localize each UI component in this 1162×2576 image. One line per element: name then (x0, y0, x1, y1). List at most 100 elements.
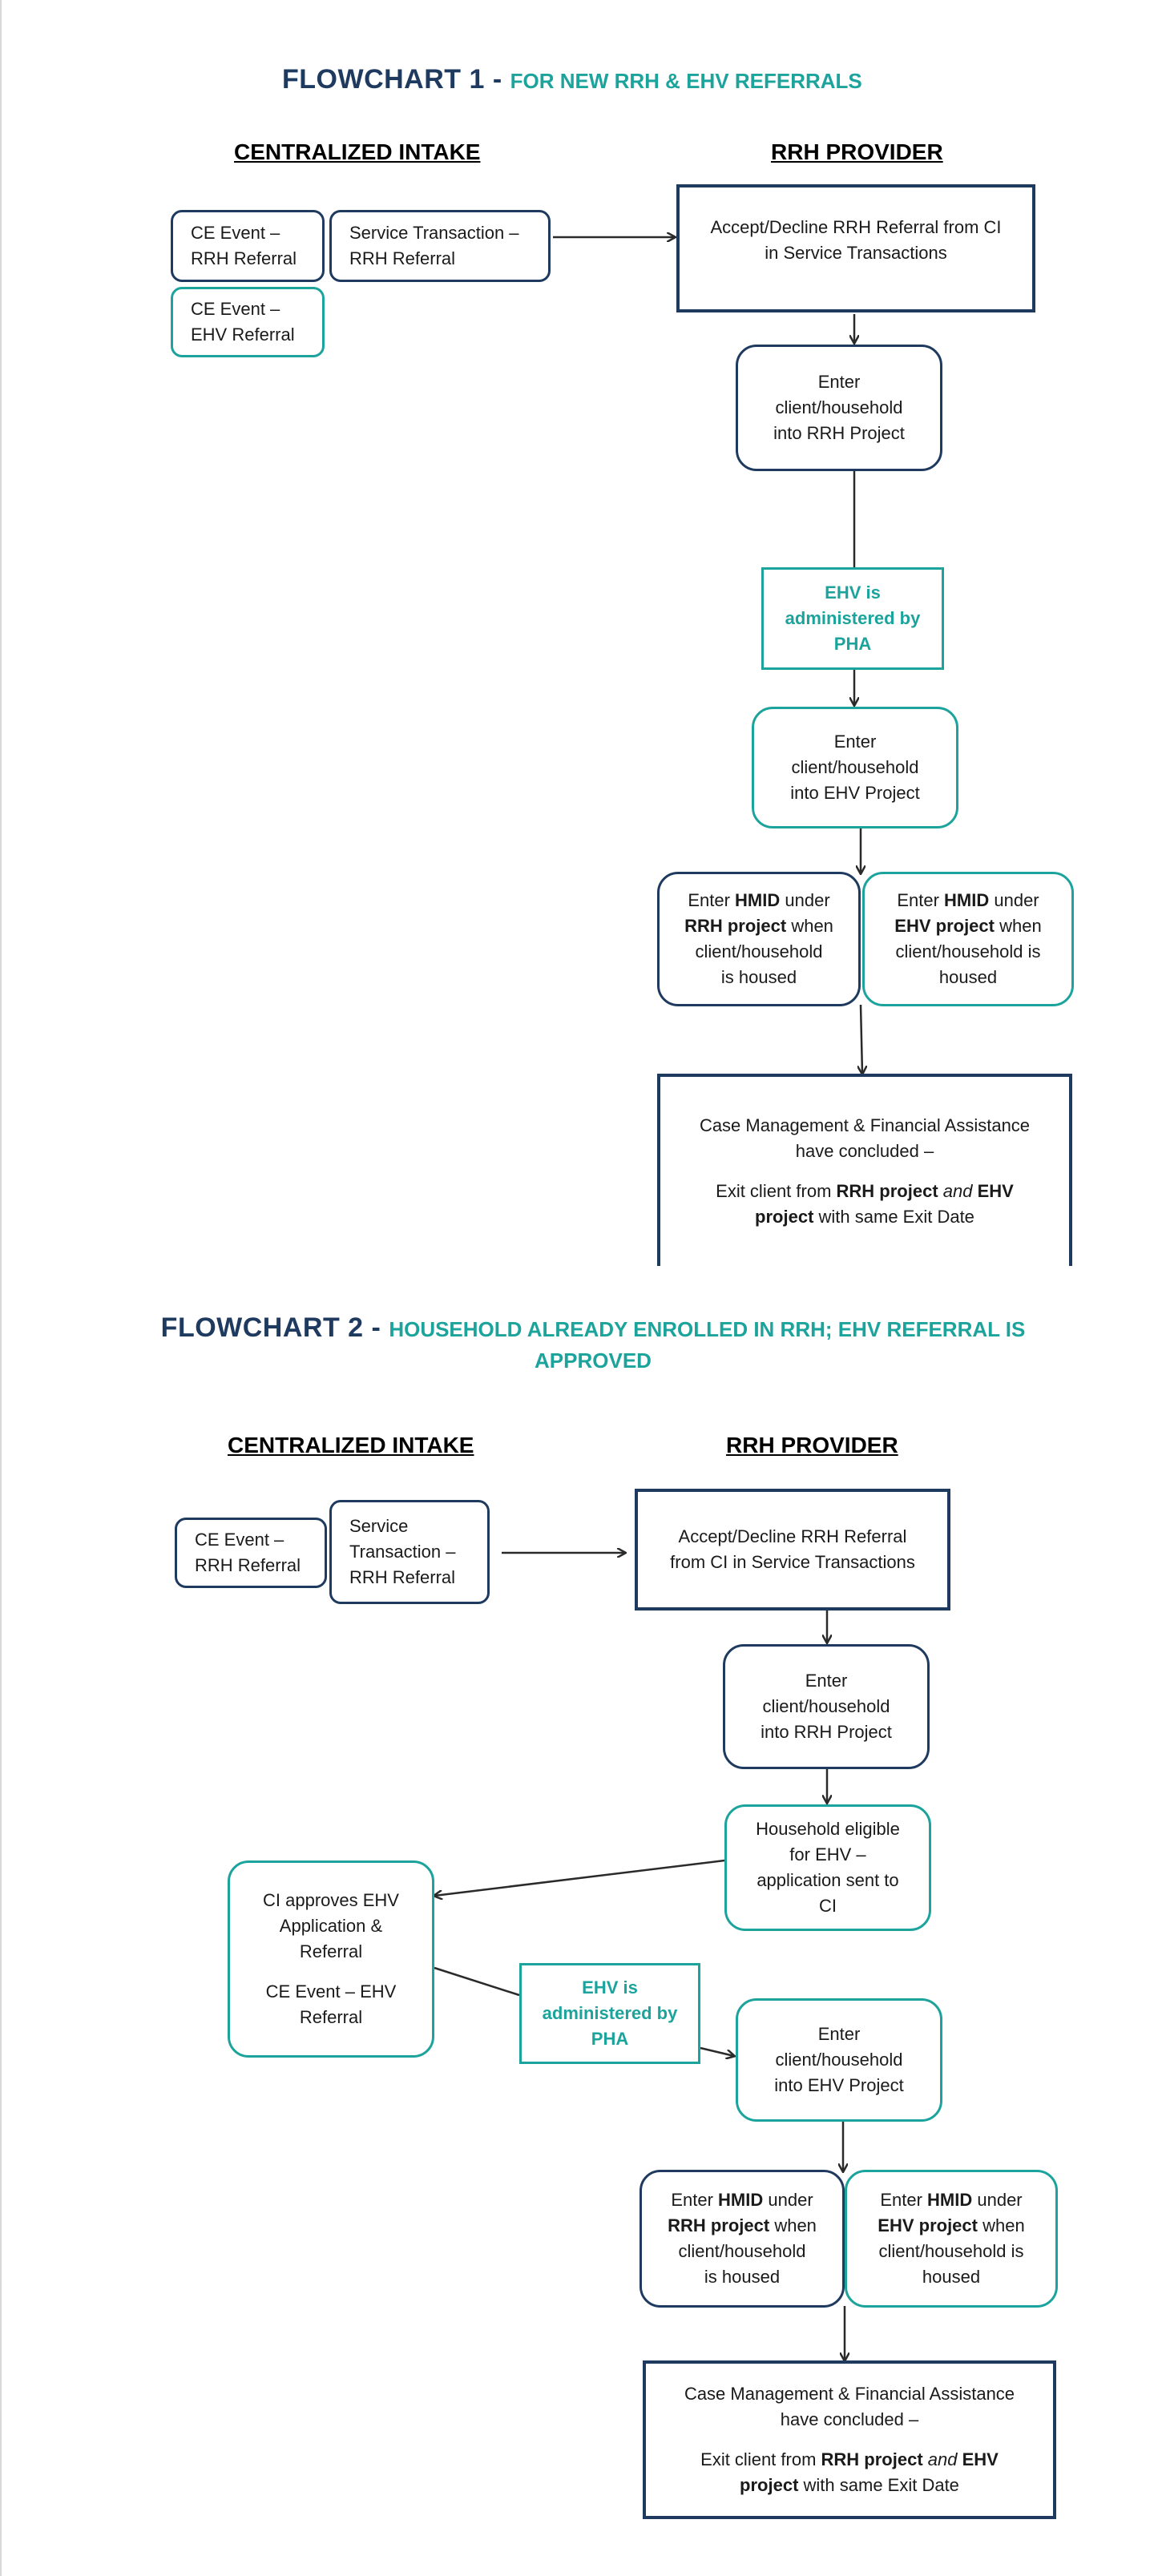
text: Enter (688, 890, 736, 910)
box-line: RRH project when (668, 2213, 817, 2239)
box-line: is housed (720, 967, 797, 987)
box-line: housed (922, 2267, 981, 2287)
text: under (972, 2190, 1023, 2210)
text: when (977, 2215, 1025, 2235)
text: HMID (927, 2190, 973, 2210)
box-line: into RRH Project (773, 423, 905, 443)
text: with same Exit Date (798, 2475, 959, 2495)
flowchart1-header-ci: CENTRALIZED INTAKE (234, 139, 481, 164)
box-line: Referral (299, 2007, 363, 2027)
box-line: Case Management & Financial Assistance (684, 2384, 1015, 2404)
box-line: client/household (695, 941, 823, 961)
box-line: client/household is (895, 941, 1041, 961)
box-line: PHA (833, 634, 872, 654)
box-line: Accept/Decline RRH Referral (678, 1526, 907, 1546)
box-line: client/household (775, 397, 903, 417)
text: Exit client from (716, 1181, 837, 1201)
box-line: Enter HMID under (894, 888, 1041, 913)
enter-into-rrh-project-box-2: Enter client/household into RRH Project (723, 1644, 930, 1769)
box-line: is housed (704, 2267, 781, 2287)
box-line: PHA (591, 2029, 629, 2049)
service-transaction-box-2: Service Transaction – RRH Referral (329, 1500, 490, 1604)
text: HMID (735, 890, 781, 910)
box-line: client/household is (878, 2241, 1024, 2261)
box-line: project with same Exit Date (700, 1204, 1030, 1230)
box-line: housed (938, 967, 998, 987)
box-line: Transaction – (349, 1542, 456, 1562)
box-line: Exit client from RRH project and EHV (700, 1179, 1030, 1204)
box-line: client/household (775, 2050, 903, 2070)
box-line: Enter HMID under (878, 2187, 1024, 2213)
text: and (938, 1181, 973, 1201)
text: EHV (957, 2449, 999, 2469)
box-line: Referral (299, 1941, 363, 1961)
box-line: administered by (785, 608, 921, 628)
text: under (780, 890, 830, 910)
flowchart1-title-main: FLOWCHART 1 - (282, 64, 510, 95)
box-line: Enter (817, 372, 861, 392)
box-line: Service (349, 1516, 409, 1536)
box-line: into EHV Project (790, 783, 920, 803)
text: under (989, 890, 1039, 910)
box-line: Application & (279, 1916, 383, 1936)
text: Exit client from (700, 2449, 821, 2469)
arrow-hmid-to-case (861, 1004, 862, 1074)
box-line: EHV project when (894, 913, 1041, 939)
page-left-edge (0, 0, 2, 2576)
box-line: Exit client from RRH project and EHV (684, 2447, 1015, 2473)
box-line: CI approves EHV (263, 1890, 399, 1910)
box-line: client/household (762, 1696, 890, 1716)
ce-event-rrh-referral-box: CE Event – RRH Referral (171, 210, 325, 282)
line-ci-approves-to-pha (434, 1966, 520, 1997)
arrow-eligible-to-ci-approves (434, 1859, 725, 1896)
household-eligible-box: Household eligible for EHV – application… (724, 1804, 931, 1931)
box-line: RRH Referral (349, 1567, 456, 1587)
box-line: have concluded – (795, 1141, 934, 1161)
accept-decline-referral-box: Accept/Decline RRH Referral from CI in S… (676, 184, 1035, 312)
text: when (994, 916, 1042, 936)
text: Enter (897, 890, 945, 910)
ce-event-ehv-referral-box: CE Event – EHV Referral (171, 287, 325, 357)
enter-into-ehv-project-box-2: Enter client/household into EHV Project (736, 1998, 942, 2122)
enter-into-ehv-project-box: Enter client/household into EHV Project (752, 707, 958, 828)
text: RRH project (668, 2215, 770, 2235)
box-line: EHV is (825, 583, 881, 603)
box-line: EHV Referral (191, 325, 295, 345)
text: and (922, 2449, 958, 2469)
accept-decline-referral-box-2: Accept/Decline RRH Referral from CI in S… (635, 1489, 950, 1611)
box-line: CE Event – (195, 1530, 284, 1550)
box-line: administered by (542, 2003, 678, 2023)
box-line: application sent to (757, 1870, 899, 1890)
box-line: CE Event – (191, 223, 280, 243)
hmid-ehv-project-box: Enter HMID under EHV project when client… (862, 872, 1074, 1006)
text: EHV project (878, 2215, 978, 2235)
text: project (755, 1207, 814, 1227)
text: RRH project (836, 1181, 938, 1201)
box-line: Accept/Decline RRH Referral from CI (710, 217, 1002, 237)
box-line: into EHV Project (774, 2075, 904, 2095)
box-line: Enter HMID under (668, 2187, 817, 2213)
box-line: Household eligible (756, 1819, 900, 1839)
text: EHV project (894, 916, 995, 936)
box-line: Enter HMID under (684, 888, 833, 913)
text: project (740, 2475, 799, 2495)
box-line: RRH Referral (191, 248, 297, 268)
box-line: project with same Exit Date (684, 2473, 1015, 2498)
flowchart1-title-sub: FOR NEW RRH & EHV REFERRALS (510, 69, 862, 93)
box-line: CI (818, 1896, 837, 1916)
ce-event-rrh-referral-box-2: CE Event – RRH Referral (175, 1518, 327, 1588)
hmid-rrh-project-box: Enter HMID under RRH project when client… (657, 872, 861, 1006)
text: RRH project (684, 916, 787, 936)
text: under (763, 2190, 813, 2210)
text: Enter (671, 2190, 719, 2210)
ci-approves-ehv-box: CI approves EHV Application & Referral C… (228, 1860, 434, 2058)
flowchart2-header-ci: CENTRALIZED INTAKE (228, 1433, 474, 1457)
box-line: Enter (805, 1671, 848, 1691)
box-line: into RRH Project (761, 1722, 892, 1742)
box-line: CE Event – EHV (265, 1981, 397, 2002)
box-line: Enter (817, 2024, 861, 2044)
enter-into-rrh-project-box: Enter client/household into RRH Project (736, 345, 942, 471)
box-line: Case Management & Financial Assistance (699, 1115, 1031, 1135)
box-line: client/household (678, 2241, 806, 2261)
